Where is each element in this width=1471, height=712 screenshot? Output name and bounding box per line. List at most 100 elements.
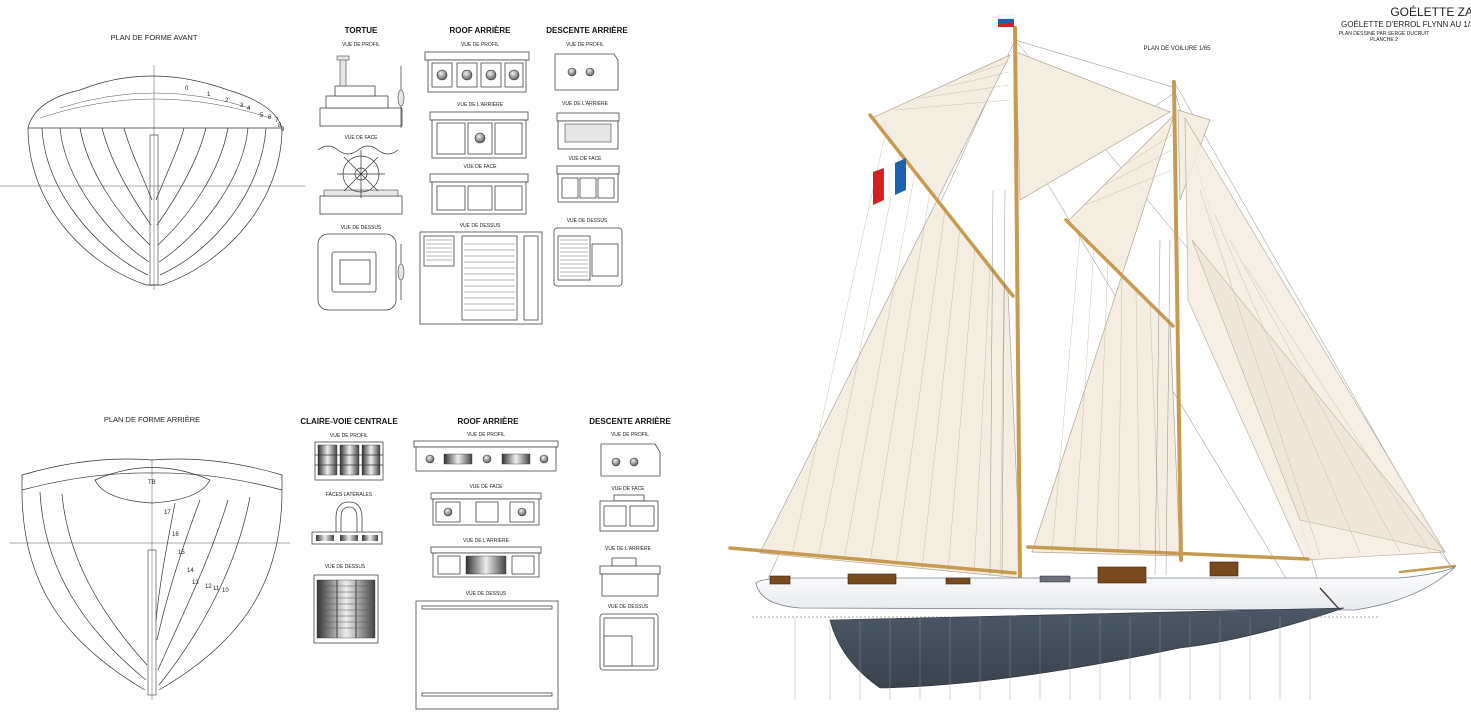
hull-underbody	[829, 607, 1345, 689]
station-line	[79, 127, 151, 246]
descente-bottom-face	[599, 494, 659, 532]
claire-voie-dessus-label: VUE DE DESSUS	[325, 564, 366, 570]
stern-hatch	[769, 575, 791, 585]
roof-top-profil-label: VUE DE PROFIL	[461, 42, 499, 48]
station-label: 16	[172, 532, 179, 538]
drawing-part	[317, 444, 338, 476]
section-line	[61, 493, 148, 666]
drawing-line	[1104, 149, 1173, 186]
fore-deckhouse	[847, 573, 897, 585]
deck-planks	[426, 239, 515, 311]
porthole-icon	[436, 69, 448, 81]
station-label: 10	[222, 588, 229, 594]
drawing-part	[415, 600, 559, 710]
mainmast	[1172, 80, 1183, 562]
drawing-line	[947, 247, 976, 572]
tortue-dessus-label: VUE DE DESSUS	[341, 225, 382, 231]
claire-voie-profil	[314, 441, 384, 481]
drawing-part	[603, 505, 627, 527]
drawing-part	[556, 112, 620, 122]
slide-planks	[560, 239, 588, 277]
main-shroud-ladder	[1154, 239, 1171, 576]
porthole-icon	[567, 67, 577, 77]
drawing-line	[1214, 214, 1361, 554]
aft-companionway	[1209, 561, 1239, 577]
station-label: 4	[247, 106, 251, 112]
drawing-part	[599, 565, 661, 575]
station-line	[41, 127, 149, 276]
roof-bottom-title: ROOF ARRIÈRE	[457, 417, 519, 426]
drawing-part	[340, 506, 358, 532]
station-line	[155, 127, 185, 201]
claire-voie-laterales	[311, 501, 383, 545]
drawing-line	[843, 171, 916, 561]
drawing-line	[969, 61, 1010, 76]
drawing-line	[791, 134, 886, 556]
station-label: 17	[164, 510, 171, 516]
fore-shroud-ladder	[989, 189, 1006, 576]
drawing-line	[944, 71, 1010, 88]
foremast	[1013, 26, 1022, 580]
porthole-icon	[517, 507, 527, 517]
porthole-icon	[485, 69, 497, 81]
roof-top-group: ROOF ARRIÈRE VUE DE PROFIL VUE DE L'ARRI…	[419, 26, 543, 325]
descente-bottom-title: DESCENTE ARRIÈRE	[589, 417, 671, 426]
roof-top-arriere	[429, 111, 529, 159]
station-line	[158, 127, 249, 263]
drawing-part	[591, 243, 619, 277]
descente-top-dessus-label: VUE DE DESSUS	[567, 218, 608, 224]
drawing-part	[883, 162, 896, 201]
section-line	[158, 496, 251, 686]
drawing-line	[817, 152, 901, 558]
drawing-part	[430, 546, 542, 554]
drawing-line	[1124, 134, 1173, 166]
drawing-line	[894, 99, 1010, 111]
bowsprit	[1398, 564, 1457, 574]
section-line	[157, 499, 229, 671]
station-label: 7	[275, 118, 279, 124]
porthole-icon	[539, 454, 549, 464]
fore-sail-seams	[791, 61, 1010, 577]
drawing-line	[989, 189, 994, 576]
porthole-icon	[461, 69, 473, 81]
drawing-part	[461, 235, 518, 321]
overlapping-staysail	[1191, 239, 1446, 553]
descente-bottom-arriere	[599, 557, 661, 597]
station-line	[101, 127, 152, 226]
claire-voie-laterales-label: FACES LATÉRALES	[326, 491, 373, 498]
plan-forme-arriere-title: PLAN DE FORME ARRIÈRE	[104, 415, 200, 424]
tortue-group: TORTUE VUE DE PROFIL VUE DE FACE VUE DE …	[317, 26, 405, 311]
drawing-subtitle: GOÉLETTE D'ERROL FLYNN AU 1/30	[1341, 20, 1471, 29]
drawing-part	[436, 122, 466, 155]
drawing-part	[556, 165, 620, 175]
drawing-line	[1229, 239, 1401, 553]
french-flag-icon	[873, 158, 906, 205]
station-label: 13	[192, 580, 199, 586]
section-line	[156, 499, 201, 641]
section-line	[39, 491, 147, 681]
station-label: 2	[225, 98, 229, 104]
porthole-icon	[585, 67, 595, 77]
section-line	[158, 489, 283, 691]
tortue-profil	[319, 55, 405, 128]
drawing-part	[339, 259, 371, 285]
drawing-line	[1073, 247, 1095, 554]
transom-label: TB	[148, 480, 156, 486]
drawing-part	[421, 605, 553, 610]
roof-bottom-group: ROOF ARRIÈRE VUE DE PROFIL VUE DE FACE V…	[413, 417, 559, 710]
drawing-part	[511, 555, 535, 575]
plan-forme-avant: PLAN DE FORME AVANT 0 1 2 3 4 5 6 7 8 9	[0, 33, 305, 290]
descente-top-dessus	[553, 227, 623, 287]
drawing-part	[421, 692, 553, 697]
drawing-part	[424, 51, 530, 61]
drawing-part	[494, 185, 523, 211]
drawing-part	[629, 505, 655, 527]
drawing-part	[597, 177, 615, 199]
station-line	[159, 127, 267, 276]
porthole-icon	[425, 454, 435, 464]
descente-bottom-dessus	[599, 613, 659, 671]
drawing-part	[467, 185, 493, 211]
station-line	[123, 127, 153, 201]
roof-bottom-profil-label: VUE DE PROFIL	[467, 432, 505, 438]
